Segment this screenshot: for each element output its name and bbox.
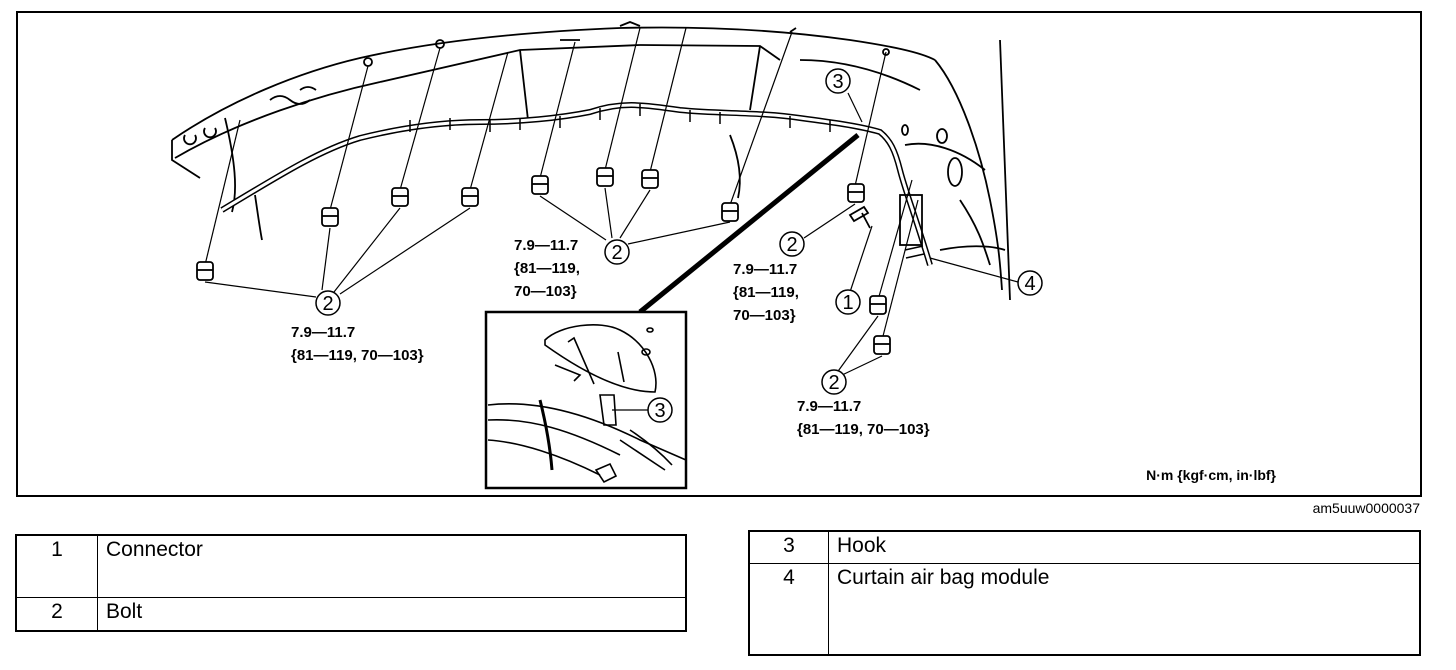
torque-kgf: {81—119, [514,260,580,277]
legend-row: 4 Curtain air bag module [748,562,1421,656]
torque-nm: 7.9—11.7 [514,237,578,254]
connector [848,205,871,229]
callout-circles [315,68,1043,395]
legend-label: Bolt [97,596,687,632]
bolt [531,175,549,195]
legend-table-left: 1 Connector 2 Bolt [15,534,687,632]
bolt [196,261,214,281]
bolt [391,187,409,207]
leader-lines [204,92,1019,377]
torque-spec-center: 7.9—11.7 {81—119, 70—103} [514,237,580,300]
legend-row: 1 Connector [15,534,687,598]
callout-2-left: 2 [322,293,333,315]
bolts [196,167,891,355]
callout-2-center: 2 [611,242,622,264]
hook-detail-inset: 3 [484,310,688,490]
units-label: N·m {kgf·cm, in·lbf} [1146,467,1276,483]
bolt [596,167,614,187]
legend-table-right: 3 Hook 4 Curtain air bag module [748,530,1421,656]
legend-row: 2 Bolt [15,596,687,632]
callout-2-lower: 2 [828,372,839,394]
torque-nm: 7.9—11.7 [733,261,797,278]
bolt [461,187,479,207]
callout-2-right: 2 [786,234,797,256]
torque-spec-right: 7.9—11.7 {81—119, 70—103} [733,261,799,324]
bolt [869,295,887,315]
torque-kgf-inlbf: {81—119, 70—103} [797,421,930,438]
legend-label: Curtain air bag module [828,562,1421,656]
bolt [847,183,865,203]
callout-1: 1 [842,292,853,314]
legend-label: Connector [97,534,687,598]
torque-nm: 7.9—11.7 [291,324,355,341]
bolt [321,207,339,227]
callout-3: 3 [832,71,843,93]
legend-num: 4 [748,562,829,656]
legend-row: 3 Hook [748,530,1421,564]
legend-num: 1 [15,534,98,598]
torque-nm: 7.9—11.7 [797,398,861,415]
callout-3-inset: 3 [654,400,665,422]
torque-inlbf: 70—103} [733,307,796,324]
torque-kgf: {81—119, [733,284,799,301]
torque-spec-lower: 7.9—11.7 {81—119, 70—103} [797,398,930,438]
bolt-stems [204,27,919,341]
roof-side-panel [171,21,1011,301]
bolt [873,335,891,355]
bolt [641,169,659,189]
torque-inlbf: 70—103} [514,283,577,300]
legend-num: 3 [748,530,829,564]
figure-code: am5uuw0000037 [1313,500,1421,516]
curtain-airbag-harness [220,102,933,266]
callout-4: 4 [1024,273,1035,295]
torque-kgf-inlbf: {81—119, 70—103} [291,347,424,364]
torque-spec-left: 7.9—11.7 {81—119, 70—103} [291,324,424,364]
bolt [721,202,739,222]
legend-label: Hook [828,530,1421,564]
figure-frame [16,11,1422,497]
legend-num: 2 [15,596,98,632]
